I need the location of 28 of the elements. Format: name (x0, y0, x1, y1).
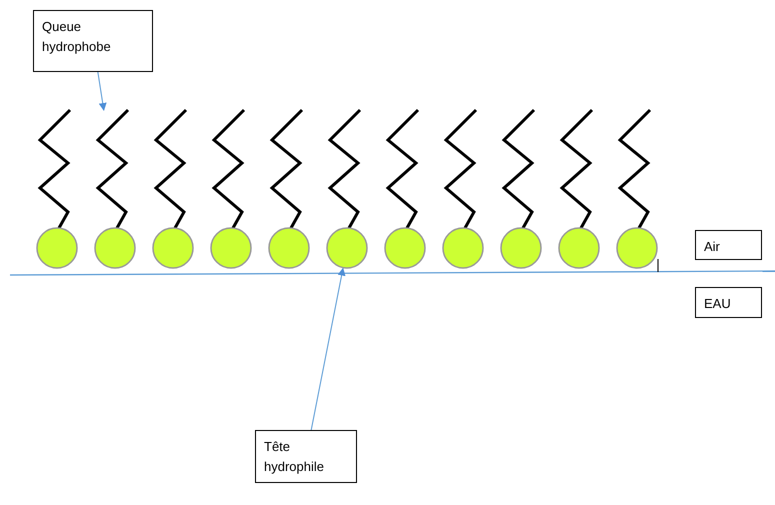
zigzag-tail (212, 108, 246, 229)
head-circle (442, 227, 484, 269)
zigzag-tail (38, 108, 72, 229)
zigzag-tail (270, 108, 304, 229)
zigzag-tail (96, 108, 130, 229)
head-circle (616, 227, 658, 269)
head-circle (210, 227, 252, 269)
head-circle (558, 227, 600, 269)
callout-box: Queue hydrophobe (33, 10, 153, 72)
leader-line (97, 72, 107, 111)
head-circle (384, 227, 426, 269)
head-circle (500, 227, 542, 269)
zigzag-tail (386, 108, 420, 229)
head-circle (94, 227, 136, 269)
zigzag-tail (560, 108, 594, 229)
head-circle (36, 227, 78, 269)
label-box: EAU (695, 287, 762, 318)
zigzag-tail (154, 108, 188, 229)
head-circle (152, 227, 194, 269)
zigzag-tail (502, 108, 536, 229)
zigzag-tail (328, 108, 362, 229)
head-circle (326, 227, 368, 269)
callout-box: Tête hydrophile (255, 430, 357, 483)
label-box: Air (695, 230, 762, 260)
leader-line (310, 268, 346, 430)
zigzag-tail (444, 108, 478, 229)
zigzag-tail (618, 108, 652, 229)
head-circle (268, 227, 310, 269)
